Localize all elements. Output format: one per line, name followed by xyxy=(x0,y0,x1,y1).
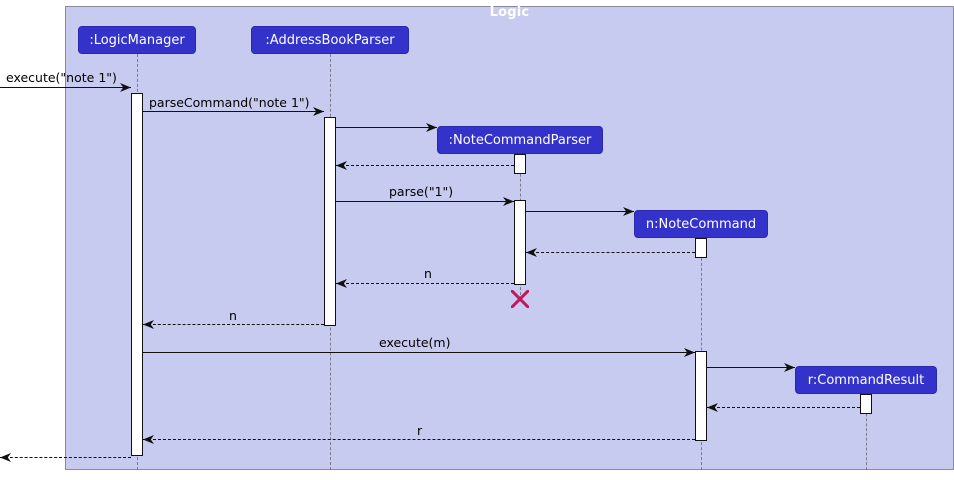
message-label-m1: execute("note 1") xyxy=(6,70,117,85)
lifeline-commandresult xyxy=(866,394,867,470)
participant-notecommandparser[interactable]: :NoteCommandParser xyxy=(437,126,603,154)
message-line-m10 xyxy=(143,352,695,353)
message-line-m8 xyxy=(336,283,514,284)
participant-label-notecommandparser: :NoteCommandParser xyxy=(448,132,592,148)
message-label-m2: parseCommand("note 1") xyxy=(149,95,310,110)
destruction-x-icon-notecommandparser xyxy=(511,290,529,308)
frame-title-label: Logic xyxy=(489,5,530,20)
message-line-m14 xyxy=(0,457,131,458)
activation-bar-act-notecommand-exec xyxy=(695,351,707,441)
message-line-m3 xyxy=(336,127,437,128)
participant-label-notecommand: n:NoteCommand xyxy=(645,216,757,232)
participant-label-addressbookparser: :AddressBookParser xyxy=(265,32,395,48)
message-line-m6 xyxy=(526,211,634,212)
activation-bar-act-commandresult xyxy=(860,394,872,414)
message-label-m13: r xyxy=(417,423,423,438)
message-label-m9: n xyxy=(229,308,237,323)
message-line-m7 xyxy=(526,252,695,253)
participant-logicmanager[interactable]: :LogicManager xyxy=(78,26,196,54)
activation-bar-act-logicmanager xyxy=(131,93,143,456)
activation-bar-act-notecommand-create xyxy=(695,238,707,258)
message-line-m11 xyxy=(707,367,795,368)
message-label-m5: parse("1") xyxy=(389,184,454,199)
message-line-m9 xyxy=(143,324,324,325)
participant-addressbookparser[interactable]: :AddressBookParser xyxy=(251,26,409,54)
message-line-m13 xyxy=(143,439,695,440)
participant-label-logicmanager: :LogicManager xyxy=(89,32,185,48)
message-line-m2 xyxy=(143,111,324,112)
activation-bar-act-ncp-create xyxy=(514,154,526,174)
message-label-m8: n xyxy=(424,266,432,281)
logic-frame xyxy=(65,6,954,470)
message-line-m12 xyxy=(707,407,860,408)
participant-commandresult[interactable]: r:CommandResult xyxy=(795,366,937,394)
message-line-m5 xyxy=(336,201,514,202)
message-label-m10: execute(m) xyxy=(379,335,451,350)
participant-notecommand[interactable]: n:NoteCommand xyxy=(634,210,768,238)
activation-bar-act-addressbookparser xyxy=(324,117,336,326)
participant-label-commandresult: r:CommandResult xyxy=(807,372,925,388)
activation-bar-act-ncp-parse xyxy=(514,200,526,285)
message-line-m1 xyxy=(0,87,131,88)
message-line-m4 xyxy=(336,165,514,166)
